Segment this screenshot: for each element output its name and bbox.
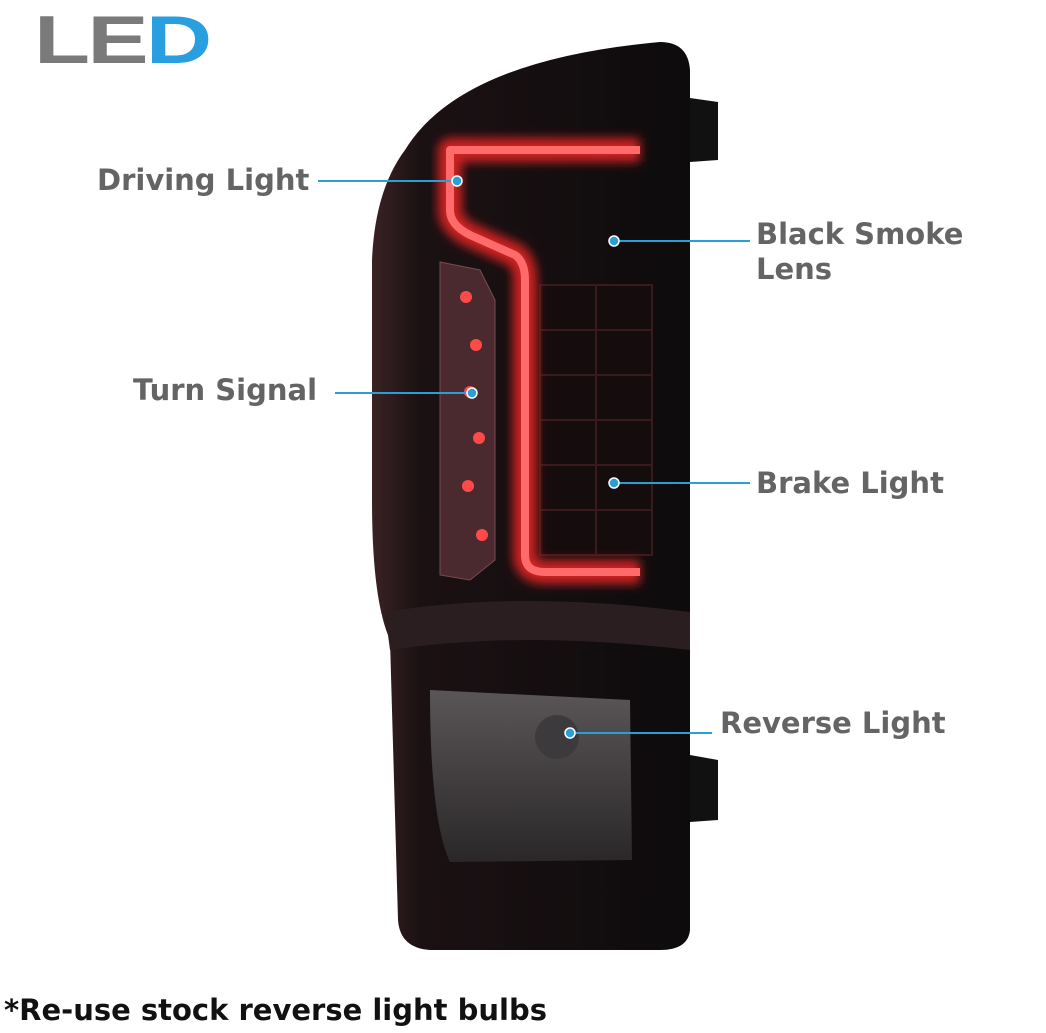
reverse-bulb bbox=[535, 715, 579, 759]
logo-text-blue: D bbox=[145, 2, 212, 78]
black-smoke-lens-label-line2: Lens bbox=[756, 252, 833, 286]
logo-text-gray: LE bbox=[34, 2, 149, 78]
reverse-light-label: Reverse Light bbox=[720, 706, 946, 740]
turn-signal-panel bbox=[439, 261, 496, 581]
reverse-lens bbox=[430, 690, 632, 862]
callout-lines bbox=[318, 175, 750, 739]
driving-light-label: Driving Light bbox=[97, 163, 310, 197]
black-smoke-lens-label-line1: Black Smoke bbox=[756, 217, 964, 251]
driving-light-tube bbox=[438, 138, 640, 584]
footer-note: *Re-use stock reverse light bulbs bbox=[4, 993, 547, 1027]
turn-signal-label: Turn Signal bbox=[133, 373, 318, 407]
led-logo: LED bbox=[34, 6, 212, 74]
brake-grid bbox=[539, 284, 653, 556]
brake-light-label: Brake Light bbox=[756, 466, 944, 500]
